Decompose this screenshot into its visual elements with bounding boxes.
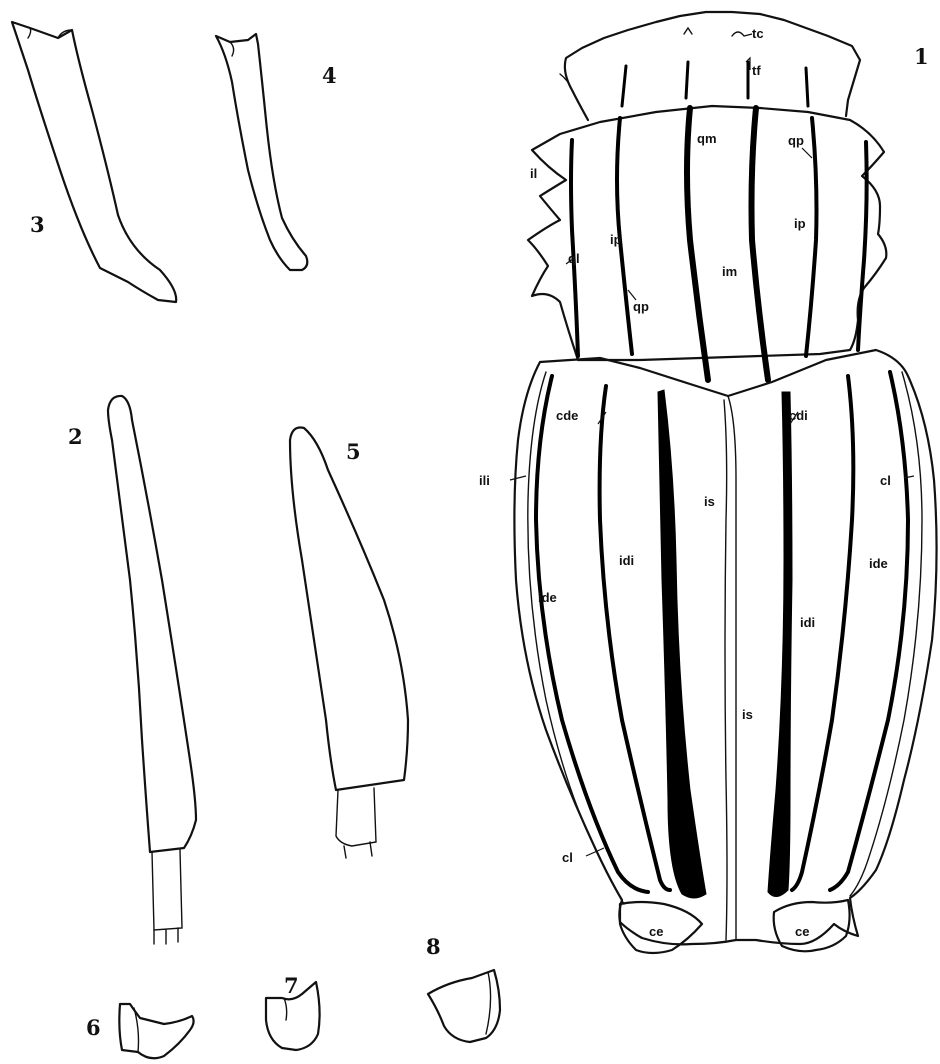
figure-2-number: 2 xyxy=(68,424,83,449)
figure-2-tibia xyxy=(108,396,196,944)
figure-5-tibia xyxy=(290,428,408,859)
figure-3-sclerite xyxy=(12,22,176,302)
label-qp-top: qp xyxy=(788,133,804,148)
label-is-upper: is xyxy=(704,494,715,509)
figure-8-number: 8 xyxy=(426,934,441,959)
label-idi-left: idi xyxy=(619,553,634,568)
figure-1-elytra xyxy=(510,350,937,953)
label-ide-right: ide xyxy=(869,556,888,571)
figure-1-number: 1 xyxy=(914,44,929,69)
figure-7-number: 7 xyxy=(284,973,299,998)
label-ili: ili xyxy=(479,473,490,488)
label-ide-left: ide xyxy=(538,590,557,605)
label-ql: ql xyxy=(568,251,580,266)
label-cde: cde xyxy=(556,408,578,423)
label-cl-left: cl xyxy=(562,850,573,865)
label-tc: tc xyxy=(752,26,764,41)
figure-1-pronotum xyxy=(528,106,886,380)
label-ip-left: ip xyxy=(610,232,622,247)
figure-6-sclerite xyxy=(119,1004,193,1058)
label-ce-left: ce xyxy=(649,924,663,939)
label-ce-right: ce xyxy=(795,924,809,939)
figure-8-sclerite xyxy=(428,970,500,1042)
label-tf: tf xyxy=(752,63,761,78)
label-ip-right: ip xyxy=(794,216,806,231)
figure-5-number: 5 xyxy=(346,439,361,464)
figure-6-number: 6 xyxy=(86,1015,101,1040)
label-im: im xyxy=(722,264,737,279)
figure-4-number: 4 xyxy=(322,63,337,88)
label-qp-left: qp xyxy=(633,299,649,314)
label-cl-right: cl xyxy=(880,473,891,488)
figure-1-head xyxy=(560,12,860,120)
label-qm: qm xyxy=(697,131,717,146)
label-is-lower: is xyxy=(742,707,753,722)
label-idi-right: idi xyxy=(800,615,815,630)
label-cdi: cdi xyxy=(789,408,808,423)
label-il: il xyxy=(530,166,537,181)
figure-3-number: 3 xyxy=(30,212,45,237)
figure-4-sclerite xyxy=(216,34,307,270)
